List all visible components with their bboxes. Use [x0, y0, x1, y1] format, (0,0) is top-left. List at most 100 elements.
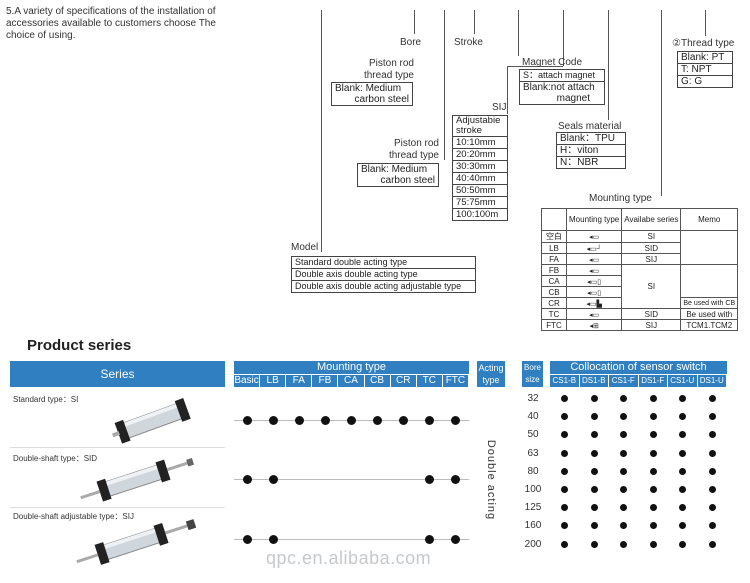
model-box: Standard double acting type Double axis …	[291, 256, 476, 293]
piston-rod-line: thread type	[388, 150, 439, 161]
sensor-available-dot	[620, 431, 628, 439]
sensor-available-dot	[561, 504, 569, 512]
memo-col-header: Memo	[680, 208, 739, 231]
mounting-col-cr: CR	[390, 375, 416, 387]
mount-available-dot	[268, 416, 278, 425]
sensor-available-dot	[590, 486, 598, 493]
sensor-available-dot	[708, 413, 716, 421]
piston-rod-box-1: Blank: Medium carbon steel	[331, 82, 413, 106]
sensor-available-dot	[708, 486, 716, 493]
mount-available-dot	[425, 475, 435, 484]
mount-available-dot	[347, 416, 356, 425]
sensor-available-dot	[620, 467, 628, 475]
mount-series: SIJ	[621, 319, 682, 331]
mount-icon: ◂▭	[565, 264, 623, 276]
piston-rod-label-1: Piston rod thread type	[362, 58, 414, 82]
series-col-header: Availabe series	[621, 208, 682, 231]
sensor-col-cs1-f: CS1-F	[609, 375, 638, 387]
bore-leader-line	[414, 10, 415, 34]
sensor-available-dot	[649, 413, 657, 421]
sensor-col-ds1-b: DS1-B	[579, 375, 608, 387]
piston-rod-line: thread type	[363, 70, 414, 81]
mounting-matrix-header: Mounting type	[234, 361, 469, 374]
piston-option: Blank: Medium	[335, 83, 402, 94]
sensor-available-dot	[679, 395, 687, 402]
mount-available-dot	[451, 535, 461, 544]
sensor-available-dot	[590, 522, 598, 530]
sensor-available-dot	[679, 540, 687, 548]
stroke-option: 100:100m	[456, 209, 499, 220]
sensor-col-ds1-u: DS1-U	[697, 375, 726, 387]
sensor-available-dot	[561, 540, 569, 548]
sensor-available-dot	[620, 504, 628, 512]
sensor-available-dot	[649, 540, 657, 548]
thread-type-label: ②Thread type	[672, 38, 735, 49]
mount-memo	[680, 230, 739, 265]
thread-option: Blank: PT	[678, 52, 732, 64]
matrix-row-line	[234, 539, 469, 540]
sensor-available-dot	[708, 467, 716, 475]
matrix-row-line	[234, 479, 469, 480]
sensor-available-dot	[561, 522, 569, 530]
mount-available-dot	[242, 416, 252, 425]
series-header: Series	[10, 361, 225, 387]
mount-icon: ◂▭┘	[565, 242, 623, 254]
mounting-leader-line	[661, 10, 662, 196]
acting-header-line: type	[482, 375, 500, 385]
sensor-available-dot	[620, 540, 628, 548]
mount-icon: ◂▭▯	[565, 275, 623, 287]
mounting-col-fa: FA	[286, 375, 312, 387]
stroke-option: stroke	[453, 126, 507, 137]
mount-available-dot	[242, 535, 252, 544]
seals-leader-line	[608, 10, 609, 120]
mount-series: SIJ	[621, 253, 682, 265]
piston-leader-line	[444, 10, 445, 160]
piston-rod-box-2: Blank: Medium carbon steel	[357, 163, 439, 187]
mount-code: FTC	[541, 319, 567, 331]
bore-size-value: 160	[524, 520, 542, 532]
seals-option: N：NBR	[560, 157, 599, 168]
sensor-available-dot	[679, 467, 687, 475]
bore-header-line: size	[525, 375, 540, 384]
piston-option: carbon steel	[354, 94, 409, 105]
mount-available-dot	[268, 535, 278, 544]
bore-size-value: 32	[527, 393, 539, 404]
sij-label: SIJ	[492, 102, 507, 113]
sensor-available-dot	[679, 486, 687, 493]
stroke-option: 30:30mm	[453, 161, 507, 173]
mount-series: SI	[621, 264, 682, 309]
sensor-available-dot	[590, 449, 598, 457]
sensor-available-dot	[590, 540, 598, 548]
bore-size-value: 80	[527, 465, 539, 477]
stroke-option: 75:75mm	[453, 197, 507, 209]
mount-available-dot	[399, 416, 409, 425]
stroke-option: 40:40mm	[453, 173, 507, 185]
piston-rod-line: Piston rod	[393, 138, 439, 149]
seals-option: H：viton	[557, 145, 625, 157]
magnet-option: magnet	[556, 93, 590, 104]
mount-code: CB	[541, 286, 567, 298]
bore-size-value: 125	[524, 502, 542, 514]
series-row-si: Standard type：SI	[10, 390, 225, 448]
sensor-available-dot	[708, 504, 716, 512]
sensor-available-dot	[590, 504, 598, 512]
sensor-available-dot	[590, 431, 598, 439]
sensor-available-dot	[561, 413, 569, 421]
stroke-leader-line	[474, 10, 475, 34]
sensor-available-dot	[679, 522, 687, 530]
sensor-switch-header: Collocation of sensor switch	[550, 361, 727, 374]
sensor-available-dot	[679, 449, 687, 457]
sensor-available-dot	[561, 449, 569, 457]
stroke-label: Stroke	[454, 37, 483, 48]
thread-option: T: NPT	[678, 64, 732, 76]
mount-icon: ◂▭	[565, 253, 623, 265]
sij-connector-down	[507, 66, 508, 114]
sij-connector	[507, 66, 563, 67]
mount-code: CA	[541, 275, 567, 287]
sensor-available-dot	[620, 395, 628, 402]
mount-code: FB	[541, 264, 567, 276]
mounting-type-label: Mounting type	[589, 193, 652, 204]
